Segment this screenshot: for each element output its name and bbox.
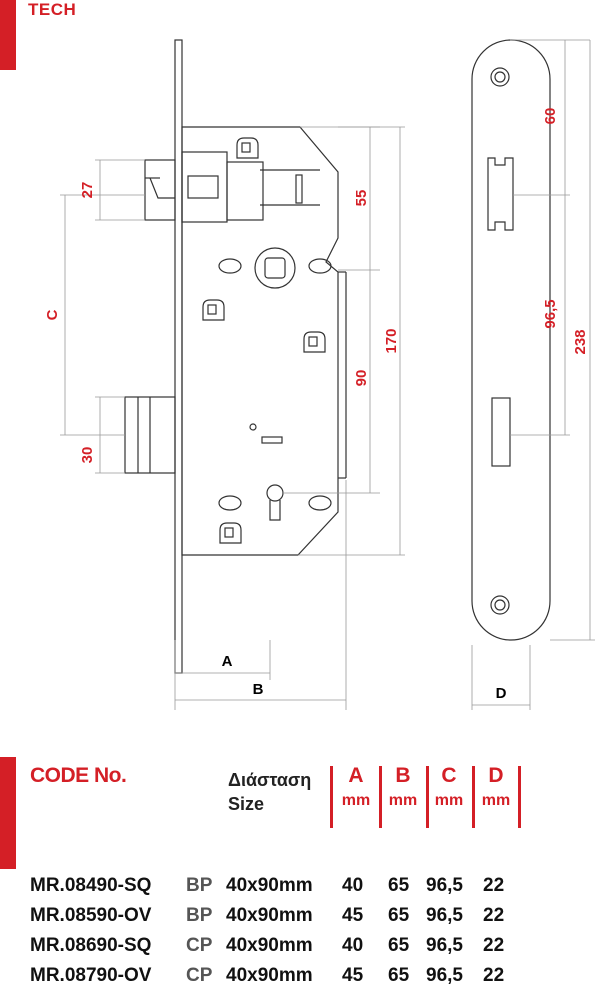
keyhole bbox=[266, 484, 284, 502]
row-c: 96,5 bbox=[426, 935, 463, 956]
column-header-c-unit: mm bbox=[434, 792, 464, 809]
dimension-header: Διάσταση Size bbox=[228, 768, 311, 816]
dim-label-238: 238 bbox=[572, 329, 589, 354]
column-separator bbox=[379, 766, 382, 828]
column-header-a-label: A bbox=[348, 764, 364, 787]
dim-label-c: C bbox=[44, 309, 61, 320]
row-finish: CP bbox=[186, 965, 213, 986]
column-separator bbox=[518, 766, 521, 828]
row-code: MR.08590-OV bbox=[30, 905, 152, 926]
dimension-header-english: Size bbox=[228, 794, 265, 814]
column-header-c: C mm bbox=[426, 764, 472, 810]
row-size: 40x90mm bbox=[226, 935, 313, 956]
header-accent-bar bbox=[0, 0, 16, 70]
column-header-c-label: C bbox=[441, 764, 457, 787]
row-a: 40 bbox=[342, 935, 364, 956]
row-b: 65 bbox=[388, 935, 410, 956]
faceplate-side bbox=[174, 39, 183, 674]
row-c: 96,5 bbox=[426, 965, 463, 986]
row-code: MR.08490-SQ bbox=[30, 875, 152, 896]
column-header-d: D mm bbox=[473, 764, 519, 810]
row-b: 65 bbox=[388, 965, 410, 986]
row-finish: BP bbox=[186, 905, 213, 926]
bolt-opening bbox=[491, 397, 511, 467]
row-d: 22 bbox=[483, 875, 505, 896]
dim-label-96-5: 96,5 bbox=[542, 299, 559, 328]
dimension-header-greek: Διάσταση bbox=[228, 770, 312, 790]
column-separator bbox=[330, 766, 333, 828]
column-header-a: A mm bbox=[333, 764, 379, 810]
handle-follower bbox=[254, 247, 296, 289]
header-tag: TECH bbox=[28, 0, 77, 19]
row-d: 22 bbox=[483, 935, 505, 956]
latch-opening bbox=[487, 157, 514, 231]
dim-label-90: 90 bbox=[353, 370, 370, 387]
row-finish: BP bbox=[186, 875, 213, 896]
dim-label-60: 60 bbox=[542, 108, 559, 125]
column-separator bbox=[426, 766, 429, 828]
row-b: 65 bbox=[388, 905, 410, 926]
table-accent-bar bbox=[0, 757, 16, 869]
dim-label-27: 27 bbox=[79, 182, 96, 199]
row-a: 45 bbox=[342, 965, 364, 986]
column-header-b: B mm bbox=[380, 764, 426, 810]
dim-label-b: B bbox=[253, 681, 264, 698]
row-d: 22 bbox=[483, 965, 505, 986]
row-d: 22 bbox=[483, 905, 505, 926]
lock-technical-drawing: 27 C 30 55 170 90 A B 60 96,5 238 D bbox=[44, 39, 595, 710]
row-code: MR.08690-SQ bbox=[30, 935, 152, 956]
latch-bolt bbox=[144, 159, 176, 221]
row-size: 40x90mm bbox=[226, 965, 313, 986]
faceplate-front bbox=[471, 39, 551, 641]
column-header-b-label: B bbox=[395, 764, 411, 787]
row-c: 96,5 bbox=[426, 875, 463, 896]
dim-label-30: 30 bbox=[79, 447, 96, 464]
dim-label-a: A bbox=[222, 653, 233, 670]
row-a: 45 bbox=[342, 905, 364, 926]
column-separator bbox=[472, 766, 475, 828]
row-a: 40 bbox=[342, 875, 364, 896]
dim-label-55: 55 bbox=[353, 190, 370, 207]
code-header: CODE No. bbox=[30, 764, 127, 787]
row-code: MR.08790-OV bbox=[30, 965, 152, 986]
row-c: 96,5 bbox=[426, 905, 463, 926]
row-b: 65 bbox=[388, 875, 410, 896]
row-finish: CP bbox=[186, 935, 213, 956]
column-header-a-unit: mm bbox=[341, 792, 371, 809]
dim-label-170: 170 bbox=[383, 328, 400, 353]
column-header-d-label: D bbox=[488, 764, 504, 787]
lock-body bbox=[181, 126, 339, 556]
row-size: 40x90mm bbox=[226, 875, 313, 896]
column-header-b-unit: mm bbox=[388, 792, 418, 809]
dim-label-d: D bbox=[496, 685, 507, 702]
column-header-d-unit: mm bbox=[481, 792, 511, 809]
row-size: 40x90mm bbox=[226, 905, 313, 926]
